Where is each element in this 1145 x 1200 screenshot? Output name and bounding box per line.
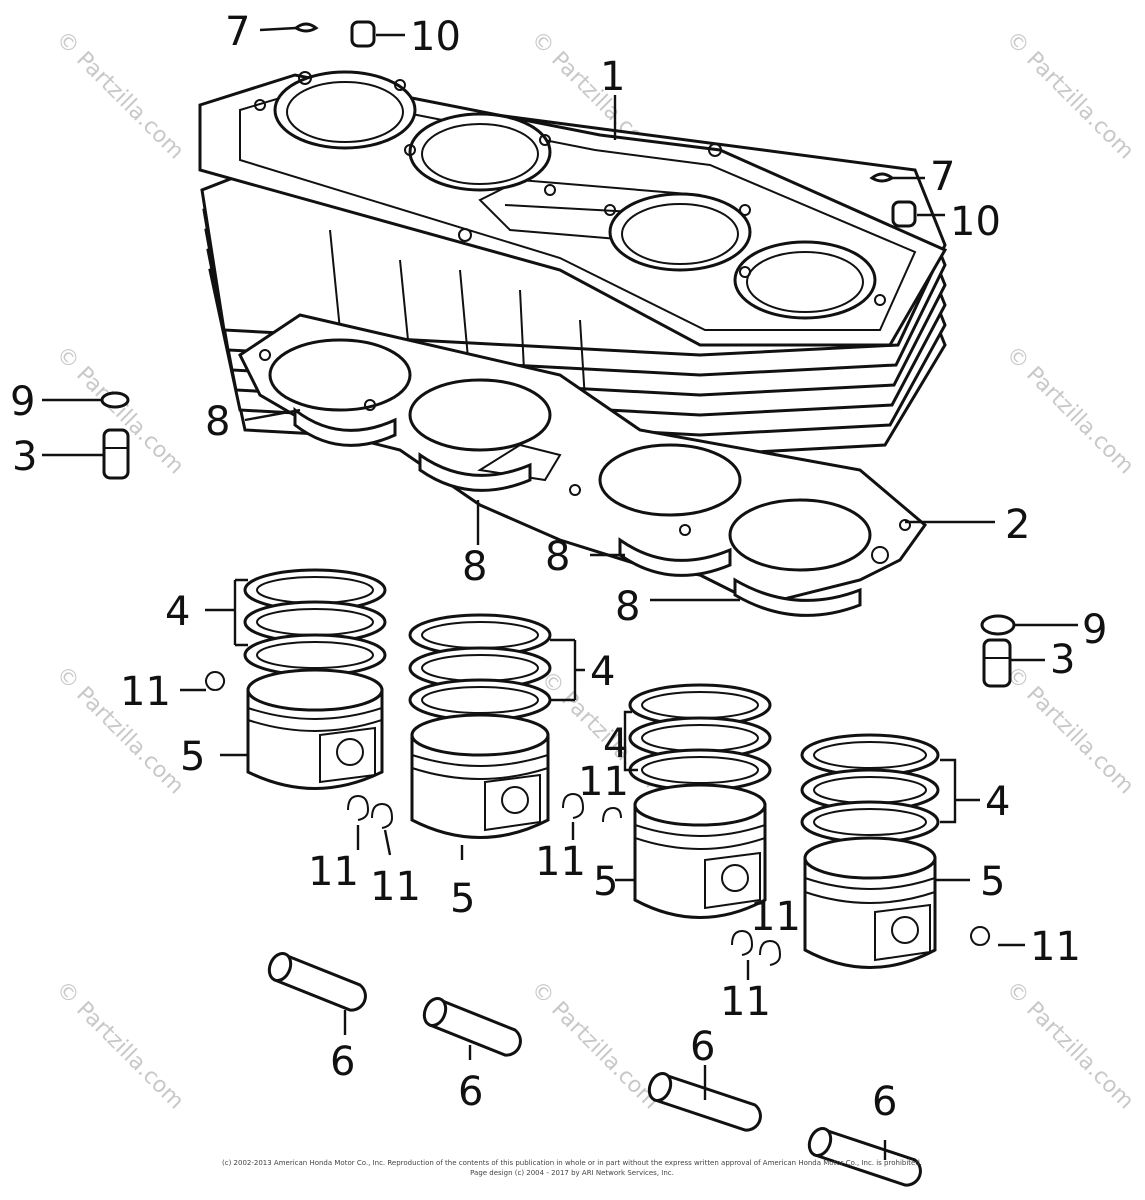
callout-3: 3: [12, 434, 37, 480]
copyright-footer: (c) 2002-2013 American Honda Motor Co., …: [222, 1159, 922, 1177]
watermark: © Partzilla.com: [1001, 27, 1139, 165]
callout-9: 9: [1082, 607, 1107, 653]
o-ring-small[interactable]: [100, 391, 1016, 636]
callout-11: 11: [535, 839, 586, 885]
o-rings[interactable]: [293, 406, 862, 617]
leader-lines: [42, 26, 1078, 1160]
piston-set-3[interactable]: [628, 683, 772, 919]
callout-11: 11: [1030, 924, 1081, 970]
callout-5: 5: [450, 876, 475, 922]
piston-pin[interactable]: [265, 950, 922, 1187]
callout-11: 11: [370, 864, 421, 910]
callout-10: 10: [950, 199, 1001, 245]
callout-8: 8: [615, 584, 640, 630]
piston-set-4[interactable]: [800, 733, 940, 969]
watermark: © Partzilla.com: [1001, 977, 1139, 1115]
callouts: 7 10 1 7 10 9 3 8 8 8 8 2 9 3 4 4 4 4 11…: [10, 9, 1107, 1125]
callout-3: 3: [1050, 637, 1075, 683]
callout-1: 1: [600, 54, 625, 100]
watermark: © Partzilla.com: [1001, 342, 1139, 480]
callout-9: 9: [10, 379, 35, 425]
cylinder-gasket[interactable]: [238, 313, 928, 607]
copyright-line-2: Page design (c) 2004 - 2017 by ARI Netwo…: [470, 1169, 674, 1177]
callout-8: 8: [545, 534, 570, 580]
callout-5: 5: [980, 859, 1005, 905]
callout-4: 4: [590, 649, 615, 695]
piston-pin-clip[interactable]: [205, 671, 991, 966]
callout-8: 8: [462, 544, 487, 590]
callout-10: 10: [410, 14, 461, 60]
callout-11: 11: [120, 669, 171, 715]
callout-11: 11: [578, 759, 629, 805]
callout-6: 6: [458, 1069, 483, 1115]
callout-6: 6: [872, 1079, 897, 1125]
copyright-line-1: (c) 2002-2013 American Honda Motor Co., …: [222, 1159, 922, 1167]
callout-5: 5: [593, 859, 618, 905]
dowel-pin[interactable]: [350, 20, 917, 228]
cylinder-block[interactable]: [198, 70, 948, 457]
callout-6: 6: [690, 1024, 715, 1070]
piston-set-2[interactable]: [408, 613, 552, 839]
callout-7: 7: [225, 9, 250, 55]
callout-4: 4: [985, 779, 1010, 825]
callout-11: 11: [750, 894, 801, 940]
callout-11: 11: [308, 849, 359, 895]
watermark: © Partzilla.com: [526, 977, 664, 1115]
callout-6: 6: [330, 1039, 355, 1085]
callout-5: 5: [180, 734, 205, 780]
callout-4: 4: [603, 721, 628, 767]
watermark: © Partzilla.com: [51, 977, 189, 1115]
callout-11: 11: [720, 979, 771, 1025]
callout-7: 7: [930, 154, 955, 200]
callout-8: 8: [205, 399, 230, 445]
watermark: © Partzilla.com: [51, 27, 189, 165]
callout-4: 4: [165, 589, 190, 635]
piston-set-1[interactable]: [243, 568, 387, 790]
callout-2: 2: [1005, 502, 1030, 548]
